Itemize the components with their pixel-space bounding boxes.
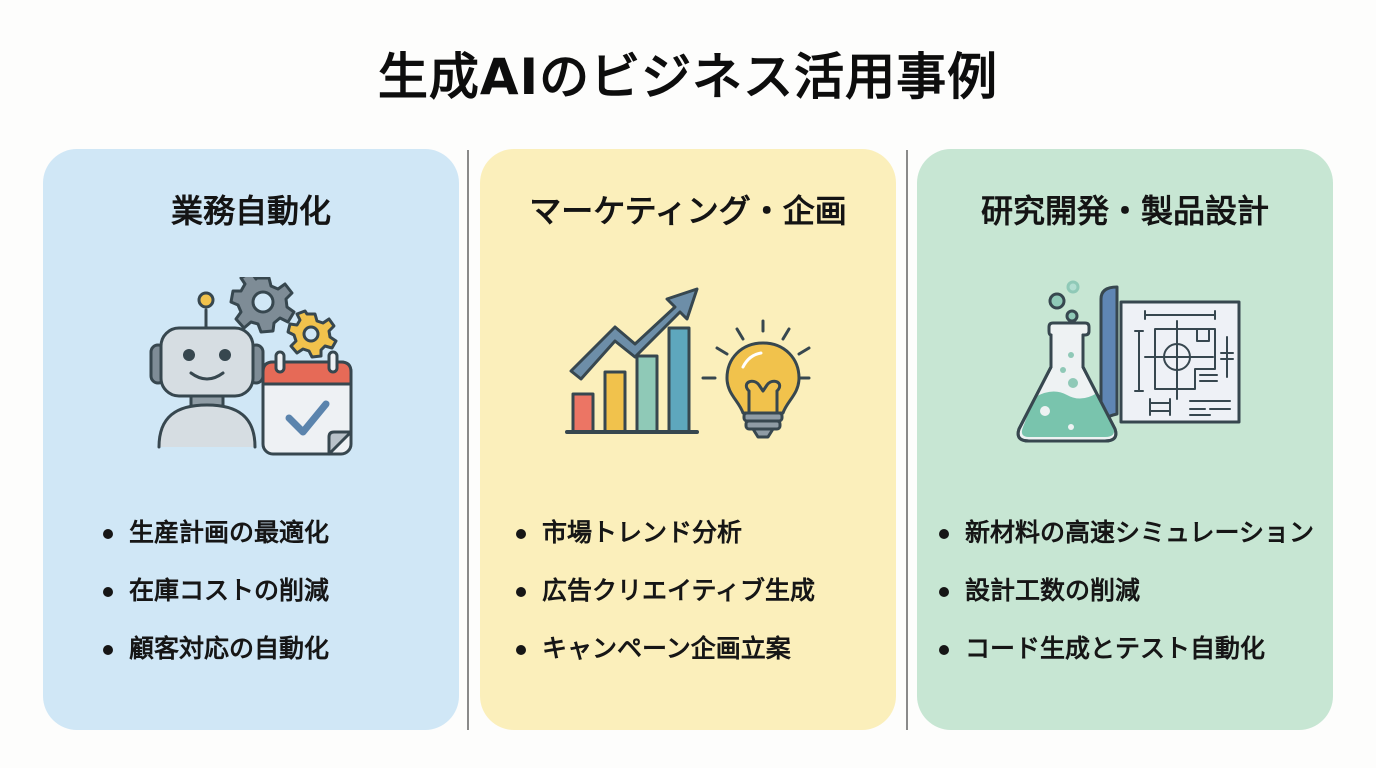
robot-gears-calendar-icon	[43, 274, 459, 464]
list-item: 在庫コストの削減	[103, 562, 329, 620]
bullet-list: 市場トレンド分析 広告クリエイティブ生成 キャンペーン企画立案	[516, 504, 815, 678]
list-item: 設計工数の削減	[939, 562, 1314, 620]
flask-blueprint-icon	[917, 274, 1333, 464]
list-item: キャンペーン企画立案	[516, 620, 815, 678]
list-item: 広告クリエイティブ生成	[516, 562, 815, 620]
card-business-automation: 業務自動化	[43, 149, 459, 730]
list-item: 顧客対応の自動化	[103, 620, 329, 678]
page-title: 生成AIのビジネス活用事例	[377, 48, 999, 106]
divider	[906, 150, 908, 730]
bullet-list: 新材料の高速シミュレーション 設計工数の削減 コード生成とテスト自動化	[939, 504, 1314, 678]
list-item: 新材料の高速シミュレーション	[939, 504, 1314, 562]
card-rnd-product-design: 研究開発・製品設計	[917, 149, 1333, 730]
list-item: 生産計画の最適化	[103, 504, 329, 562]
growth-chart-lightbulb-icon	[480, 274, 896, 464]
list-item: 市場トレンド分析	[516, 504, 815, 562]
bullet-list: 生産計画の最適化 在庫コストの削減 顧客対応の自動化	[103, 504, 329, 678]
list-item: コード生成とテスト自動化	[939, 620, 1314, 678]
divider	[467, 150, 469, 730]
card-marketing-planning: マーケティング・企画	[480, 149, 896, 730]
card-title: 業務自動化	[170, 192, 331, 230]
card-title: マーケティング・企画	[529, 192, 847, 230]
card-title: 研究開発・製品設計	[980, 192, 1269, 230]
